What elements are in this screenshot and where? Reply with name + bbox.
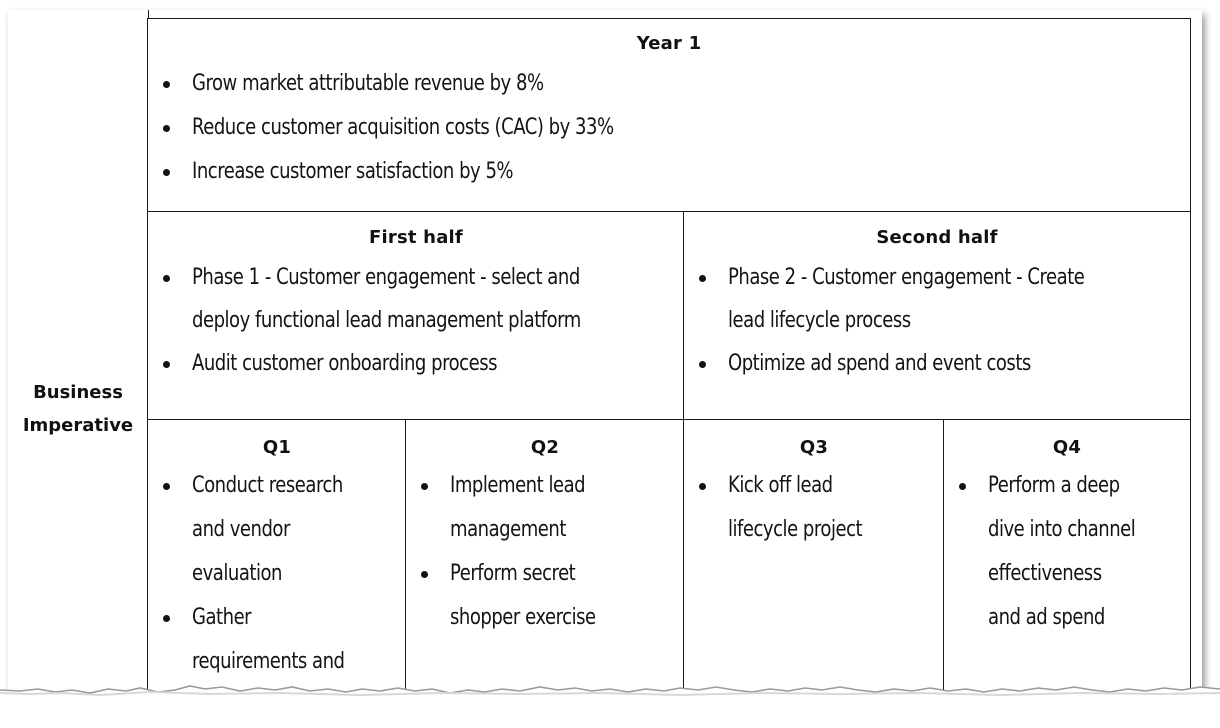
q4-item-line: effectiveness	[988, 561, 1102, 586]
q2-item-line: management	[450, 517, 566, 542]
q1-item-line: Gather	[192, 605, 252, 630]
q1-item: Conduct research and vendor evaluation	[148, 464, 378, 596]
q4-item-line: dive into channel	[988, 517, 1136, 542]
first-half-item: Audit customer onboarding process	[148, 342, 666, 385]
q1-cell: Q1 Conduct research and vendor evaluatio…	[147, 419, 407, 710]
first-half-cell: First half Phase 1 - Customer engagement…	[147, 211, 685, 421]
first-half-item: Phase 1 - Customer engagement - select a…	[148, 256, 666, 342]
second-half-item-line: lead lifecycle process	[728, 308, 911, 333]
q4-cell: Q4 Perform a deep dive into channel effe…	[943, 419, 1191, 710]
q3-item-line: lifecycle project	[728, 517, 863, 542]
first-half-item-line: Phase 1 - Customer engagement - select a…	[192, 265, 580, 290]
second-half-title: Second half	[876, 227, 998, 248]
q3-item-line: Kick off lead	[728, 473, 833, 498]
q1-title: Q1	[262, 437, 292, 458]
q3-item: Kick off lead lifecycle project	[684, 464, 892, 552]
first-half-title: First half	[369, 227, 463, 248]
q3-cell: Q3 Kick off lead lifecycle project	[683, 419, 945, 710]
q4-item-line: and ad spend	[988, 605, 1105, 630]
business-imperative-label: Business Imperative	[8, 376, 148, 442]
torn-paper-edge	[0, 685, 1220, 728]
year-title: Year 1	[636, 33, 702, 54]
q4-item: Perform a deep dive into channel effecti…	[944, 464, 1168, 640]
q2-title: Q2	[530, 437, 560, 458]
business-imperative-cell	[8, 10, 149, 710]
year-goal-text: Reduce customer acquisition costs (CAC) …	[192, 115, 614, 140]
second-half-cell: Second half Phase 2 - Customer engagemen…	[683, 211, 1191, 421]
q1-list: Conduct research and vendor evaluation G…	[148, 464, 378, 710]
year-goal-text: Increase customer satisfaction by 5%	[192, 159, 514, 184]
q3-list: Kick off lead lifecycle project	[684, 464, 892, 552]
year-goal-item: Grow market attributable revenue by 8%	[148, 62, 706, 106]
q2-list: Implement lead management Perform secret…	[406, 464, 628, 640]
year-goal-item: Reduce customer acquisition costs (CAC) …	[148, 106, 706, 150]
second-half-item: Optimize ad spend and event costs	[684, 342, 1163, 385]
business-label-line2: Imperative	[22, 415, 134, 436]
q2-cell: Q2 Implement lead management Perform sec…	[405, 419, 685, 710]
q3-title: Q3	[799, 437, 829, 458]
q2-item: Implement lead management	[406, 464, 628, 552]
first-half-item-line: deploy functional lead management platfo…	[192, 308, 581, 333]
business-label-line1: Business	[33, 382, 123, 403]
q1-item-line: Conduct research	[192, 473, 343, 498]
year-goal-text: Grow market attributable revenue by 8%	[192, 71, 544, 96]
year-goals-list: Grow market attributable revenue by 8% R…	[148, 62, 706, 194]
q4-title: Q4	[1052, 437, 1082, 458]
q4-list: Perform a deep dive into channel effecti…	[944, 464, 1168, 640]
first-half-list: Phase 1 - Customer engagement - select a…	[148, 256, 666, 385]
year-cell: Year 1 Grow market attributable revenue …	[147, 18, 1191, 213]
second-half-item-line: Optimize ad spend and event costs	[728, 351, 1031, 376]
q2-item-line: Implement lead	[450, 473, 586, 498]
second-half-list: Phase 2 - Customer engagement - Create l…	[684, 256, 1163, 385]
first-half-item-line: Audit customer onboarding process	[192, 351, 498, 376]
second-half-item-line: Phase 2 - Customer engagement - Create	[728, 265, 1085, 290]
q1-item-line: and vendor	[192, 517, 290, 542]
year-goal-item: Increase customer satisfaction by 5%	[148, 150, 706, 194]
q2-item: Perform secret shopper exercise	[406, 552, 628, 640]
second-half-item: Phase 2 - Customer engagement - Create l…	[684, 256, 1163, 342]
q1-item-line: requirements and	[192, 649, 345, 674]
document-sheet: Business Imperative Year 1 Grow market a…	[8, 10, 1202, 710]
q2-item-line: shopper exercise	[450, 605, 596, 630]
q4-item-line: Perform a deep	[988, 473, 1120, 498]
q2-item-line: Perform secret	[450, 561, 576, 586]
q1-item-line: evaluation	[192, 561, 282, 586]
